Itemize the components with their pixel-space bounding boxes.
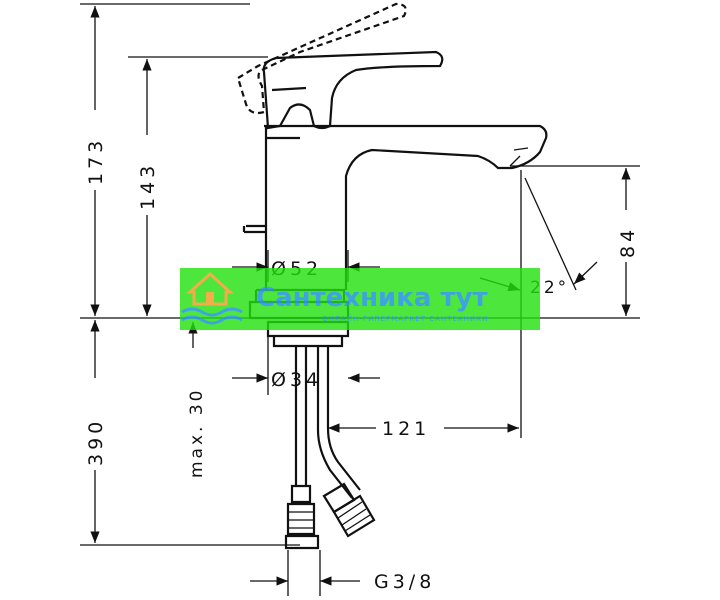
dim-spout-height: 143 (137, 162, 159, 210)
dim-shank-diameter: Ø34 (271, 369, 322, 391)
dim-total-height: 173 (85, 137, 107, 185)
dim-thread: G3/8 (374, 571, 435, 593)
dim-max-thickness: max. 30 (187, 388, 207, 478)
watermark: Сантехника тут ОНЛАЙН-ГИПЕРМАРКЕТ САНТЕХ… (180, 268, 540, 330)
watermark-logo-icon (181, 271, 243, 325)
dimension-labels: 173 143 84 390 max. 30 Ø52 Ø34 121 22° G… (85, 137, 639, 593)
dimension-lines (90, 6, 631, 586)
dim-spout-reach: 121 (382, 418, 430, 440)
watermark-tagline: ОНЛАЙН-ГИПЕРМАРКЕТ САНТЕХНИКИ (322, 314, 488, 323)
watermark-brand: Сантехника тут (256, 283, 488, 313)
dim-hose-length: 390 (85, 418, 107, 466)
dim-outlet-height: 84 (617, 226, 639, 258)
